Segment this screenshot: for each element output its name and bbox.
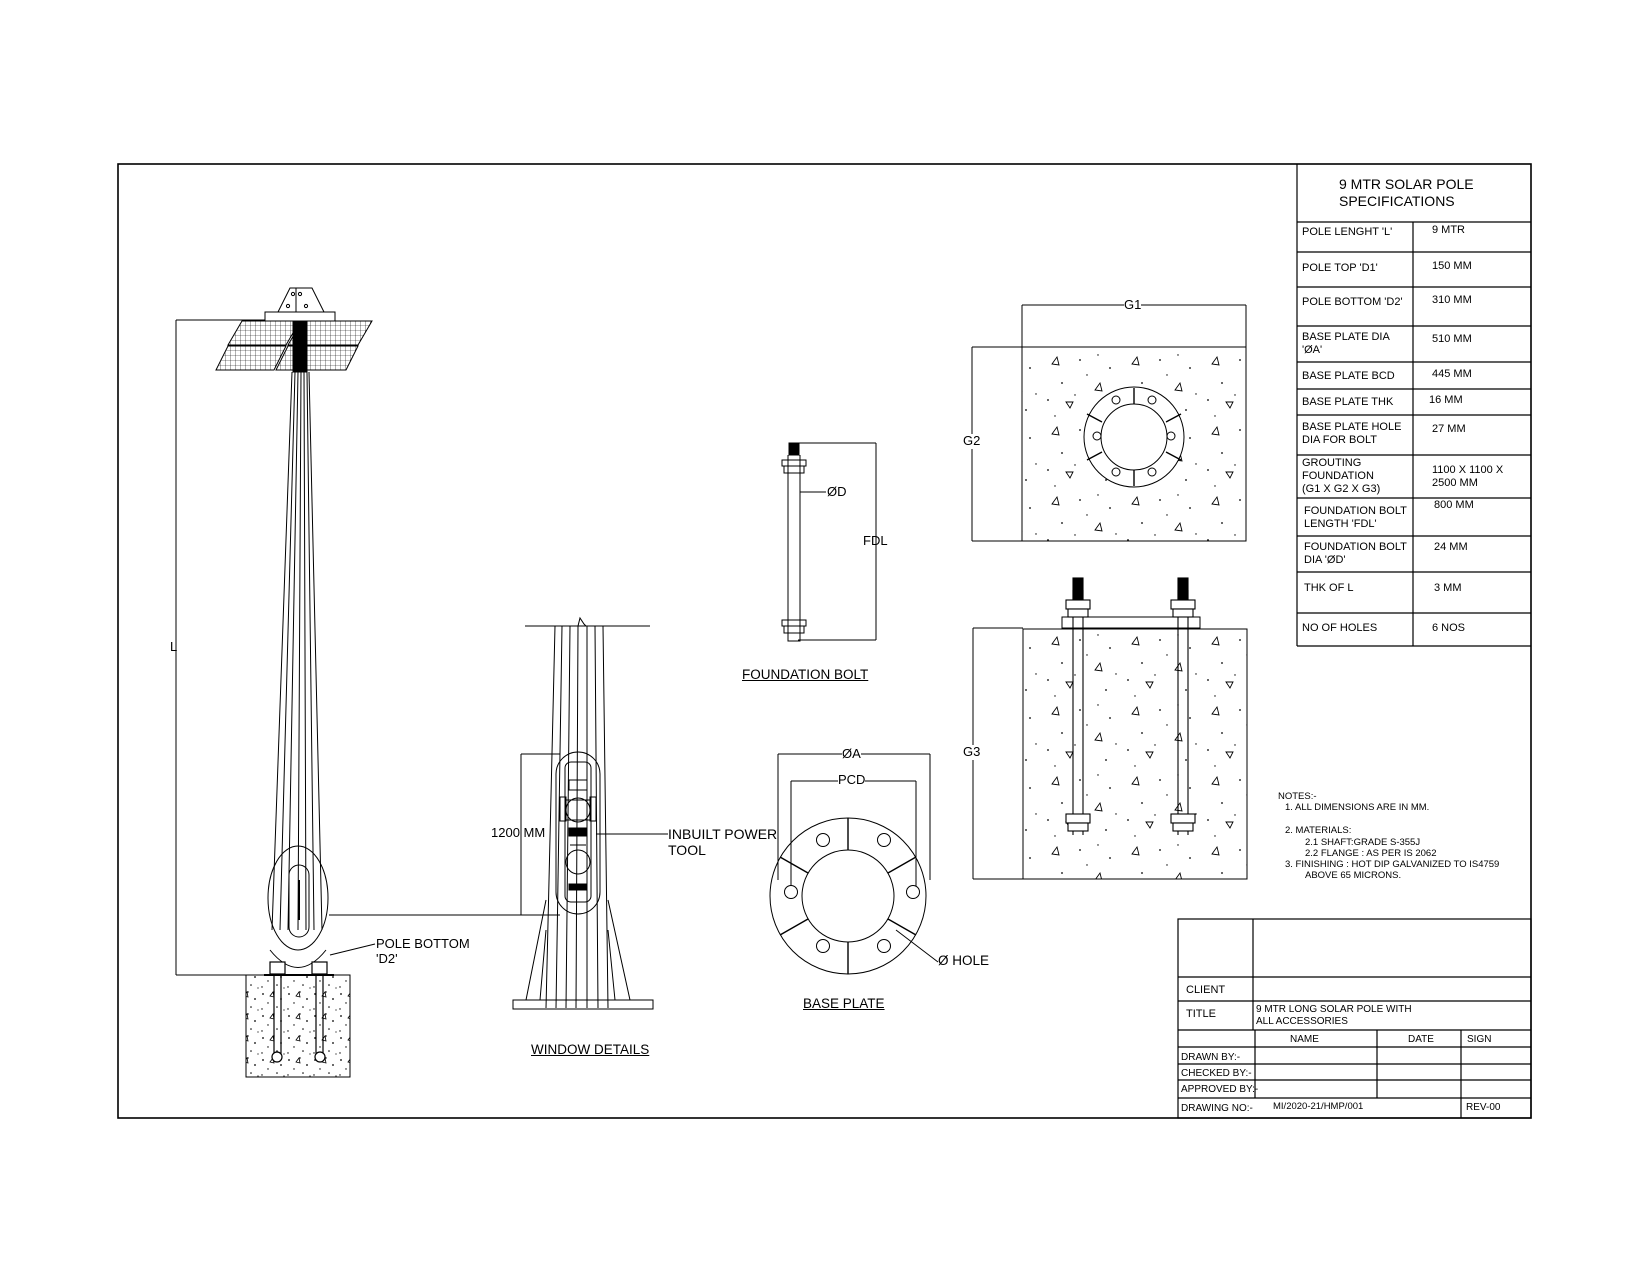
dim-A-label: ØA <box>842 746 861 762</box>
spec-table-grid <box>1296 164 1531 647</box>
base-plate-detail <box>769 753 939 975</box>
spec-row-value: 445 MM <box>1432 368 1472 380</box>
spec-row-label: FOUNDATION BOLT DIA 'ØD' <box>1304 541 1407 566</box>
dim-G2-label: G2 <box>963 433 981 449</box>
drawing-no-value: MI/2020-21/HMP/001 <box>1273 1101 1364 1112</box>
spec-row-label: NO OF HOLES <box>1302 622 1378 634</box>
title-value: 9 MTR LONG SOLAR POLE WITH ALL ACCESSORI… <box>1256 1004 1412 1027</box>
dim-FDL-label: FDL <box>863 533 888 548</box>
note-2a: 2.1 SHAFT:GRADE S-355J <box>1305 837 1421 848</box>
spec-row-value: 510 MM <box>1432 333 1472 345</box>
note-2: 2. MATERIALS: <box>1285 825 1352 836</box>
spec-row-label: BASE PLATE BCD <box>1302 370 1395 382</box>
foundation-bolt-detail <box>781 442 877 642</box>
spec-row-value: 3 MM <box>1434 582 1462 594</box>
base-plate-title: BASE PLATE <box>803 996 885 1011</box>
spec-row-value: 800 MM <box>1434 499 1474 511</box>
spec-row-label: BASE PLATE HOLE DIA FOR BOLT <box>1302 421 1402 446</box>
title-block-grid <box>1177 918 1532 1119</box>
spec-row-value: 9 MTR <box>1432 224 1465 236</box>
foundation-plan <box>971 304 1247 542</box>
pole-window <box>267 845 329 951</box>
spec-row-value: 27 MM <box>1432 423 1466 435</box>
spec-row-label: POLE TOP 'D1' <box>1302 262 1378 274</box>
pole-bottom-label: POLE BOTTOM 'D2' <box>376 936 470 966</box>
col-sign-header: SIGN <box>1467 1034 1492 1045</box>
spec-row-label: POLE BOTTOM 'D2' <box>1302 296 1403 308</box>
drawing-no-label: DRAWING NO:- <box>1181 1103 1253 1114</box>
spec-table-title: 9 MTR SOLAR POLE SPECIFICATIONS <box>1339 176 1474 209</box>
pole-elevation <box>175 287 532 1078</box>
note-3: 3. FINISHING : HOT DIP GALVANIZED TO IS4… <box>1285 859 1500 870</box>
solar-panels <box>215 320 373 371</box>
window-door <box>555 751 601 915</box>
spec-row-label: FOUNDATION BOLT LENGTH 'FDL' <box>1304 505 1407 530</box>
col-date-header: DATE <box>1408 1034 1434 1045</box>
spec-row-value: 16 MM <box>1429 394 1463 406</box>
spec-row-value: 24 MM <box>1434 541 1468 553</box>
dim-1200-label: 1200 MM <box>491 825 546 840</box>
dim-PCD-label: PCD <box>838 772 866 788</box>
spec-row-value: 150 MM <box>1432 260 1472 272</box>
spec-row-label: THK OF L <box>1304 582 1354 594</box>
sheet-border <box>117 163 1532 1119</box>
dim-D-label: ØD <box>827 484 847 499</box>
spec-row-label: BASE PLATE DIA 'ØA' <box>1302 331 1390 356</box>
foundation-bolt-title: FOUNDATION BOLT <box>742 667 869 682</box>
window-details <box>512 616 668 1010</box>
dim-G3-label: G3 <box>963 744 981 760</box>
note-1: 1. ALL DIMENSIONS ARE IN MM. <box>1285 802 1430 813</box>
note-2b: 2.2 FLANGE : AS PER IS 2062 <box>1305 848 1437 859</box>
spec-row-label: POLE LENGHT 'L' <box>1302 226 1393 238</box>
spec-row-value: 1100 X 1100 X 2500 MM <box>1432 464 1504 489</box>
drawn-by-label: DRAWN BY:- <box>1181 1052 1241 1063</box>
col-name-header: NAME <box>1290 1034 1319 1045</box>
hole-label: Ø HOLE <box>938 953 990 968</box>
spec-row-value: 6 NOS <box>1432 622 1466 634</box>
foundation-section <box>972 577 1248 880</box>
approved-by-label: APPROVED BY:- <box>1181 1084 1259 1095</box>
spec-row-label: BASE PLATE THK <box>1302 396 1394 408</box>
window-details-title: WINDOW DETAILS <box>531 1042 650 1057</box>
note-3b: ABOVE 65 MICRONS. <box>1305 870 1402 881</box>
pole-foundation <box>245 974 351 1078</box>
revision-value: REV-00 <box>1466 1102 1501 1113</box>
checked-by-label: CHECKED BY:- <box>1181 1068 1252 1079</box>
dim-L-label: L <box>170 639 178 654</box>
notes-heading: NOTES:- <box>1278 791 1317 802</box>
spec-row-value: 310 MM <box>1432 294 1472 306</box>
title-label: TITLE <box>1186 1008 1216 1020</box>
inbuilt-tool-label: INBUILT POWER TOOL <box>668 826 778 859</box>
client-label: CLIENT <box>1186 984 1226 996</box>
spec-row-label: GROUTING FOUNDATION (G1 X G2 X G3) <box>1302 457 1381 495</box>
dim-G1-label: G1 <box>1124 297 1142 313</box>
